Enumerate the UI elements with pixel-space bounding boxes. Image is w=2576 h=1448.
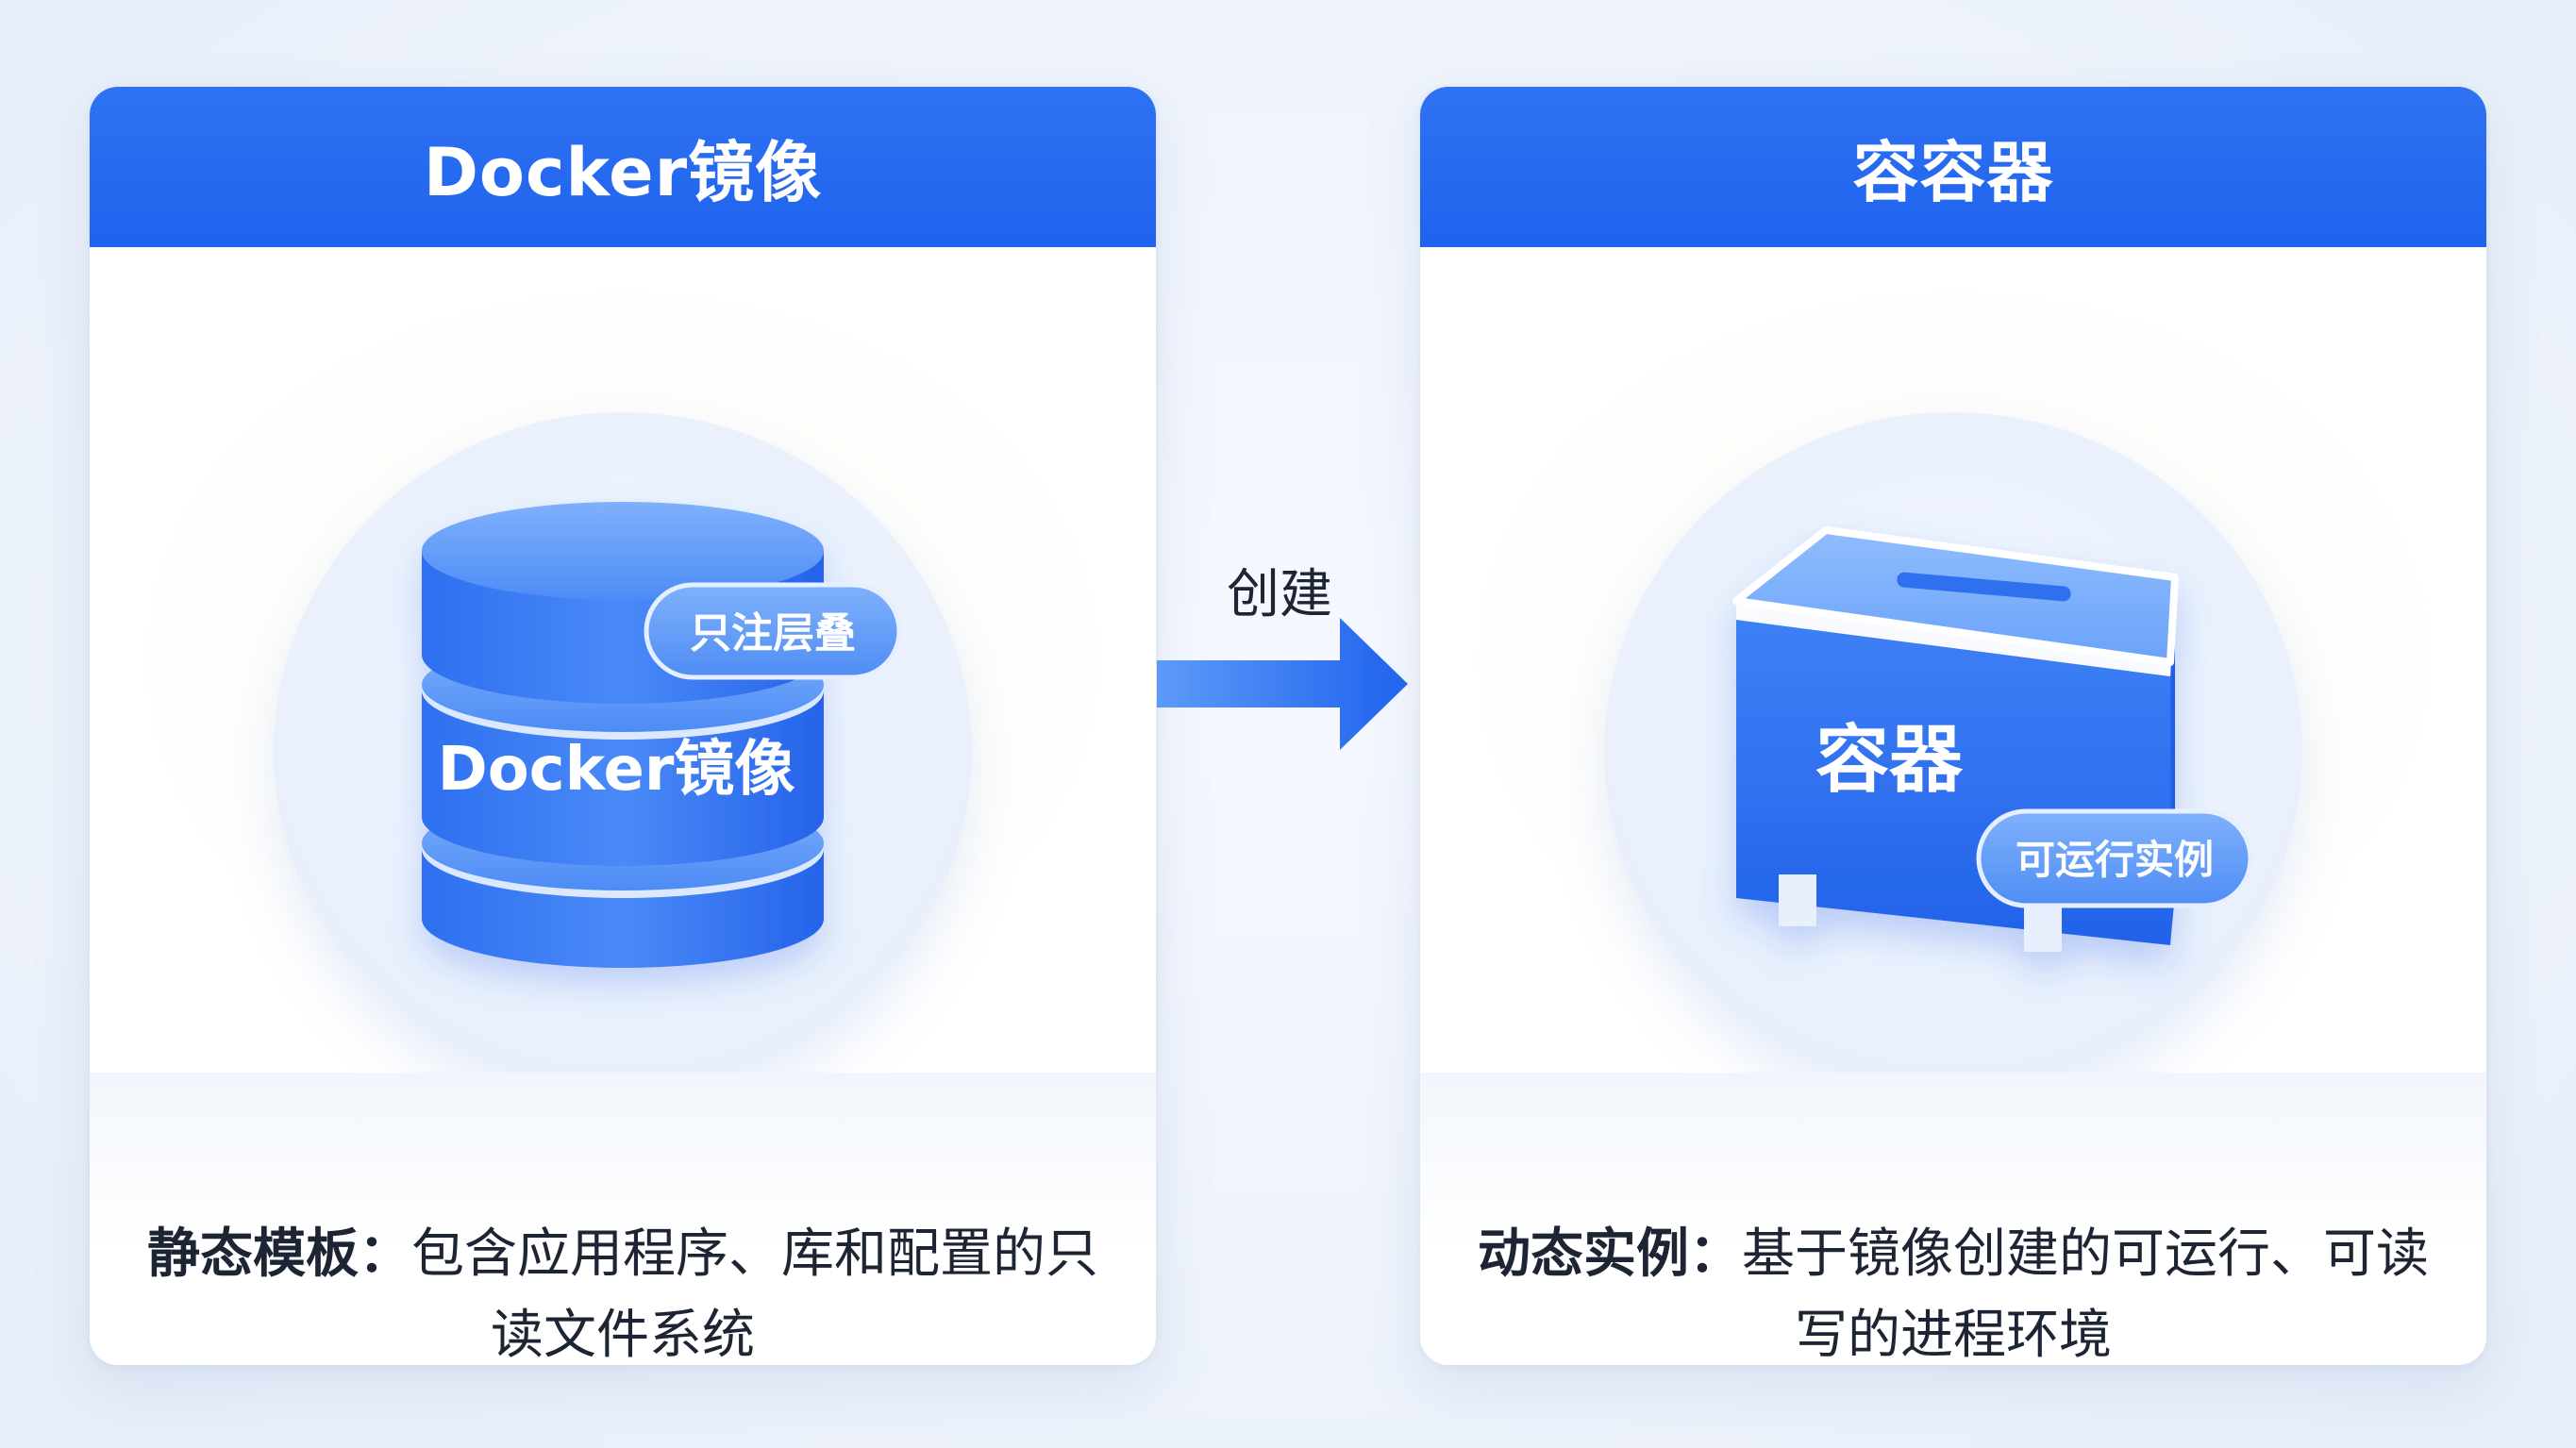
- container-description-area: 动态实例：基于镜像创建的可运行、可读写的进程环境: [1420, 1073, 2486, 1365]
- docker-image-card: Docker镜像: [90, 87, 1156, 1365]
- container-box-icon: 容器 可运行实例: [1732, 526, 2253, 952]
- docker-image-description-heading: 静态模板：: [147, 1223, 411, 1285]
- container-description: 动态实例：基于镜像创建的可运行、可读写的进程环境: [1477, 1214, 2430, 1365]
- container-card: 容容器: [1420, 87, 2486, 1365]
- container-box-label: 容器: [1815, 718, 1964, 803]
- container-description-text: 基于镜像创建的可运行、可读写的进程环境: [1742, 1223, 2429, 1365]
- container-card-title: 容容器: [1852, 133, 2054, 211]
- create-arrow: 创建: [1151, 552, 1415, 778]
- create-arrow-label: 创建: [1227, 564, 1332, 625]
- container-illustration-area: 容器 可运行实例: [1420, 247, 2486, 1091]
- docker-image-card-title: Docker镜像: [423, 133, 823, 211]
- read-only-layers-badge: 只注层叠: [644, 582, 902, 680]
- read-only-layers-badge-label: 只注层叠: [690, 609, 856, 657]
- docker-image-stack-label: Docker镜像: [438, 735, 795, 805]
- arrow-right-icon: [1157, 618, 1408, 750]
- docker-image-card-header: Docker镜像: [90, 87, 1156, 247]
- docker-image-description-text: 包含应用程序、库和配置的只读文件系统: [411, 1223, 1098, 1365]
- database-stack-icon: Docker镜像 只注层叠: [422, 502, 902, 968]
- runnable-instance-badge-label: 可运行实例: [2016, 837, 2214, 883]
- docker-image-description: 静态模板：包含应用程序、库和配置的只读文件系统: [146, 1214, 1099, 1365]
- runnable-instance-badge: 可运行实例: [1976, 808, 2253, 908]
- docker-image-description-area: 静态模板：包含应用程序、库和配置的只读文件系统: [90, 1073, 1156, 1365]
- docker-image-illustration-area: Docker镜像 只注层叠: [90, 247, 1156, 1091]
- container-description-heading: 动态实例：: [1478, 1223, 1742, 1285]
- container-card-header: 容容器: [1420, 87, 2486, 247]
